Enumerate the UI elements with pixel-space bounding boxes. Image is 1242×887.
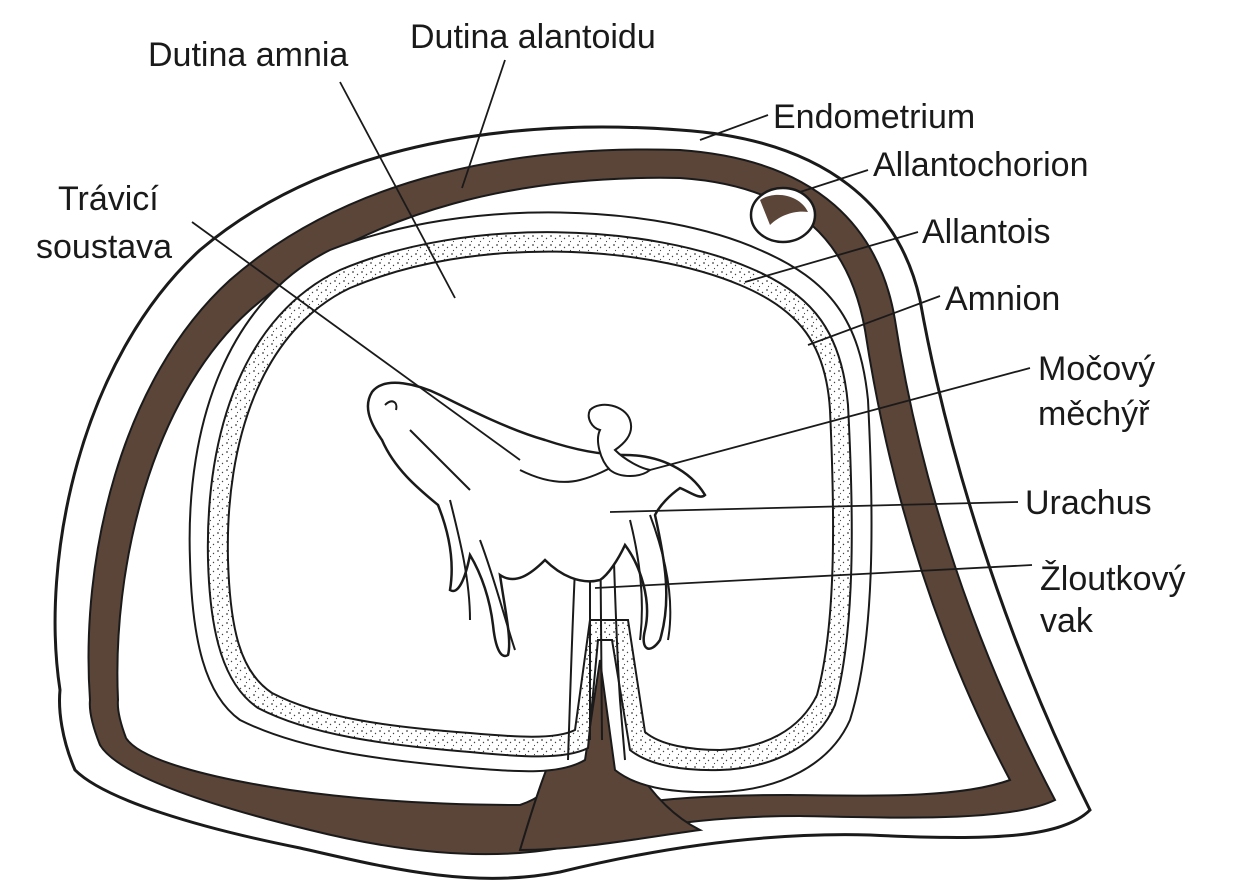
label-travici-line1: Trávicí [58,180,159,218]
label-endometrium: Endometrium [773,98,975,136]
label-mocovy-line1: Močový [1038,350,1155,388]
label-zloutkovy-line1: Žloutkový [1040,560,1186,598]
label-allantois: Allantois [922,213,1051,251]
label-travici-line2: soustava [36,228,172,266]
label-dutina-amnia: Dutina amnia [148,36,348,74]
label-urachus: Urachus [1025,484,1152,522]
label-amnion: Amnion [945,280,1060,318]
label-allantochorion: Allantochorion [873,146,1088,184]
label-mocovy-line2: měchýř [1038,395,1150,433]
label-dutina-alantoidu: Dutina alantoidu [410,18,656,56]
label-zloutkovy-line2: vak [1040,602,1094,640]
